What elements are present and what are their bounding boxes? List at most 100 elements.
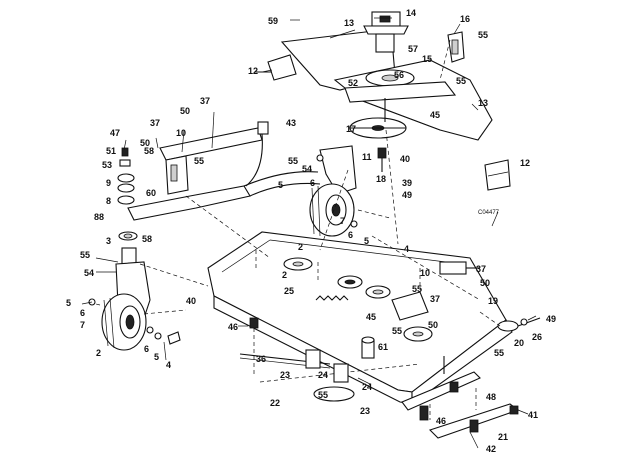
front-axle-arm xyxy=(127,171,321,221)
front-gauge-wheel-right xyxy=(479,311,541,332)
part-label: 45 xyxy=(430,110,440,120)
part-label: 24 xyxy=(318,370,328,380)
part-label: 55 xyxy=(456,76,466,86)
caster-wheel-left xyxy=(87,247,187,351)
part-label: 54 xyxy=(302,164,312,174)
caster-wheel-right xyxy=(309,145,391,237)
part-label: 20 xyxy=(514,338,524,348)
part-label: 88 xyxy=(94,212,104,222)
part-label: 50 xyxy=(480,278,490,288)
part-label: 55 xyxy=(318,390,328,400)
part-label: 2 xyxy=(282,270,287,280)
part-label: 14 xyxy=(406,8,416,18)
part-label: 55 xyxy=(194,156,204,166)
part-label: 40 xyxy=(186,296,196,306)
part-label: 3 xyxy=(106,236,111,246)
part-label: 60 xyxy=(146,188,156,198)
part-label: 37 xyxy=(476,264,486,274)
part-label: 55 xyxy=(288,156,298,166)
part-label: 5 xyxy=(364,236,369,246)
caster-stack-left xyxy=(117,147,138,241)
part-label: 13 xyxy=(478,98,488,108)
part-label: 50 xyxy=(140,138,150,148)
part-label: 55 xyxy=(392,326,402,336)
part-label: 6 xyxy=(144,344,149,354)
part-label: 26 xyxy=(532,332,542,342)
part-label: 18 xyxy=(376,174,386,184)
part-label: 61 xyxy=(378,342,388,352)
part-label: 5 xyxy=(66,298,71,308)
part-label: 11 xyxy=(362,152,372,162)
part-label: 6 xyxy=(310,178,315,188)
part-label: 6 xyxy=(80,308,85,318)
part-label: 13 xyxy=(344,18,354,28)
part-label: 10 xyxy=(420,268,430,278)
part-label: 47 xyxy=(110,128,120,138)
hanger-bar-10 xyxy=(159,121,269,195)
part-label: 16 xyxy=(460,14,470,24)
part-label: 37 xyxy=(430,294,440,304)
part-label: 2 xyxy=(96,348,101,358)
part-label: 58 xyxy=(144,146,154,156)
part-label: 58 xyxy=(142,234,152,244)
part-label: 4 xyxy=(404,244,409,254)
part-label: 23 xyxy=(280,370,290,380)
part-label: 5 xyxy=(278,180,283,190)
part-label: 10 xyxy=(176,128,186,138)
part-label: 49 xyxy=(402,190,412,200)
part-label: 37 xyxy=(150,118,160,128)
part-label: 55 xyxy=(478,30,488,40)
part-label: 40 xyxy=(400,154,410,164)
part-label: 57 xyxy=(408,44,418,54)
part-label: 8 xyxy=(106,196,111,206)
part-label: 52 xyxy=(348,78,358,88)
part-label: 55 xyxy=(412,284,422,294)
part-label: 50 xyxy=(428,320,438,330)
part-label: 46 xyxy=(228,322,238,332)
top-cover-assembly xyxy=(255,11,493,141)
rear-roller-assembly xyxy=(239,317,421,402)
part-labels: 59 13 14 16 55 57 15 55 12 56 52 13 45 3… xyxy=(66,8,556,454)
part-label: 22 xyxy=(270,398,280,408)
rear-skid-assembly xyxy=(401,356,520,439)
part-label: 55 xyxy=(494,348,504,358)
drawing-code: C04477 xyxy=(478,210,500,216)
part-label: 7 xyxy=(340,216,345,226)
part-label: 21 xyxy=(498,432,508,442)
part-label: 49 xyxy=(546,314,556,324)
part-label: 2 xyxy=(298,242,303,252)
part-label: 59 xyxy=(268,16,278,26)
part-label: 6 xyxy=(348,230,353,240)
part-label: 55 xyxy=(80,250,90,260)
part-label: 23 xyxy=(360,406,370,416)
part-label: 42 xyxy=(486,444,496,454)
part-label: 51 xyxy=(106,146,116,156)
part-label: 41 xyxy=(528,410,538,420)
leader-lines xyxy=(81,17,537,449)
part-label: 36 xyxy=(256,354,266,364)
part-label: 15 xyxy=(422,54,432,64)
part-label: 12 xyxy=(520,158,530,168)
part-label: 46 xyxy=(436,416,446,426)
part-label: 56 xyxy=(394,70,404,80)
part-label: 5 xyxy=(154,352,159,362)
part-label: 50 xyxy=(180,106,190,116)
part-label: 4 xyxy=(166,360,171,370)
part-label: 48 xyxy=(486,392,496,402)
part-label: 17 xyxy=(346,124,356,134)
part-label: 7 xyxy=(80,320,85,330)
part-label: 43 xyxy=(286,118,296,128)
part-label: 53 xyxy=(102,160,112,170)
bracket-12-right xyxy=(484,159,511,191)
part-label: 12 xyxy=(248,66,258,76)
part-label: 37 xyxy=(200,96,210,106)
part-label: 19 xyxy=(488,296,498,306)
part-label: 45 xyxy=(366,312,376,322)
part-label: 54 xyxy=(84,268,94,278)
part-label: 24 xyxy=(362,382,372,392)
part-label: 9 xyxy=(106,178,111,188)
part-label: 39 xyxy=(402,178,412,188)
part-label: 25 xyxy=(284,286,294,296)
